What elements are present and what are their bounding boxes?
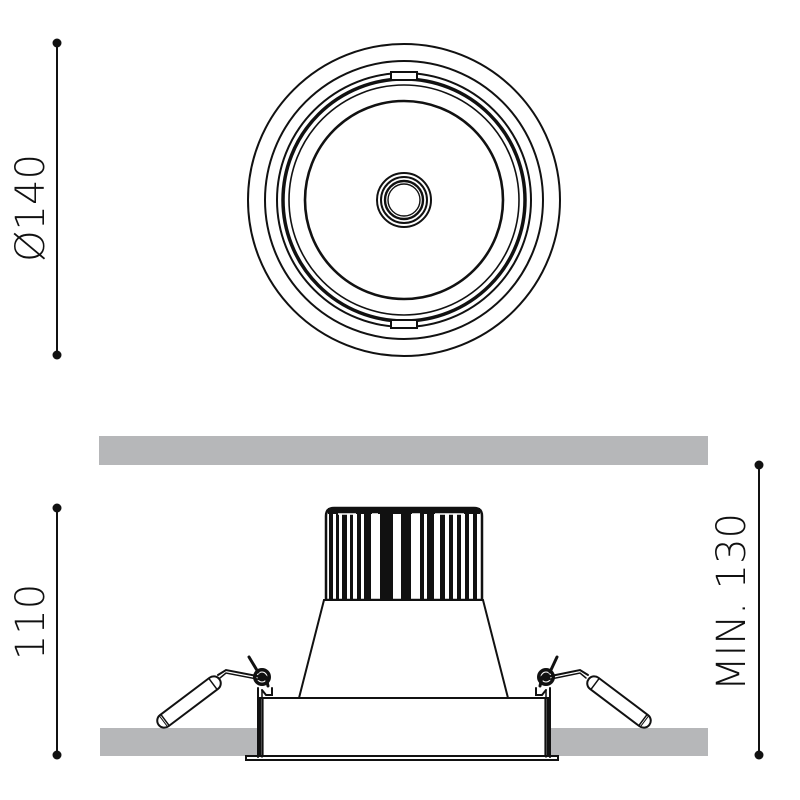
reflector-ring-1 [276,72,532,328]
dimension-diameter-label: Ø140 [8,154,54,262]
ceiling-panel-right [548,728,708,756]
cone-housing [297,599,510,699]
ceiling-slab-top [99,436,708,465]
clip-tab-bottom [390,319,418,329]
dimension-min-depth-label: MIN. 130 [709,513,755,691]
dimension-diameter: Ø140 [8,38,62,360]
dimension-height-label: 110 [8,584,54,660]
spring-clip-right [535,655,652,758]
reflector-inner-ring [303,99,505,301]
reflector-ring-2 [281,77,527,323]
dimension-min-depth: MIN. 130 [709,460,764,760]
ceiling-panel-left [100,728,258,756]
trim-body [259,697,549,757]
side-view [99,436,708,761]
outer-trim-ring [247,43,561,357]
trim-inner-ring [264,60,544,340]
dimension-height: 110 [8,503,62,760]
trim-flange [245,755,559,761]
led-emitter-icon [376,172,432,228]
top-view [247,43,561,357]
reflector-ring-3 [288,84,520,316]
clip-tab-top [390,71,418,81]
heatsink [324,506,484,602]
spring-clip-left [156,655,273,758]
